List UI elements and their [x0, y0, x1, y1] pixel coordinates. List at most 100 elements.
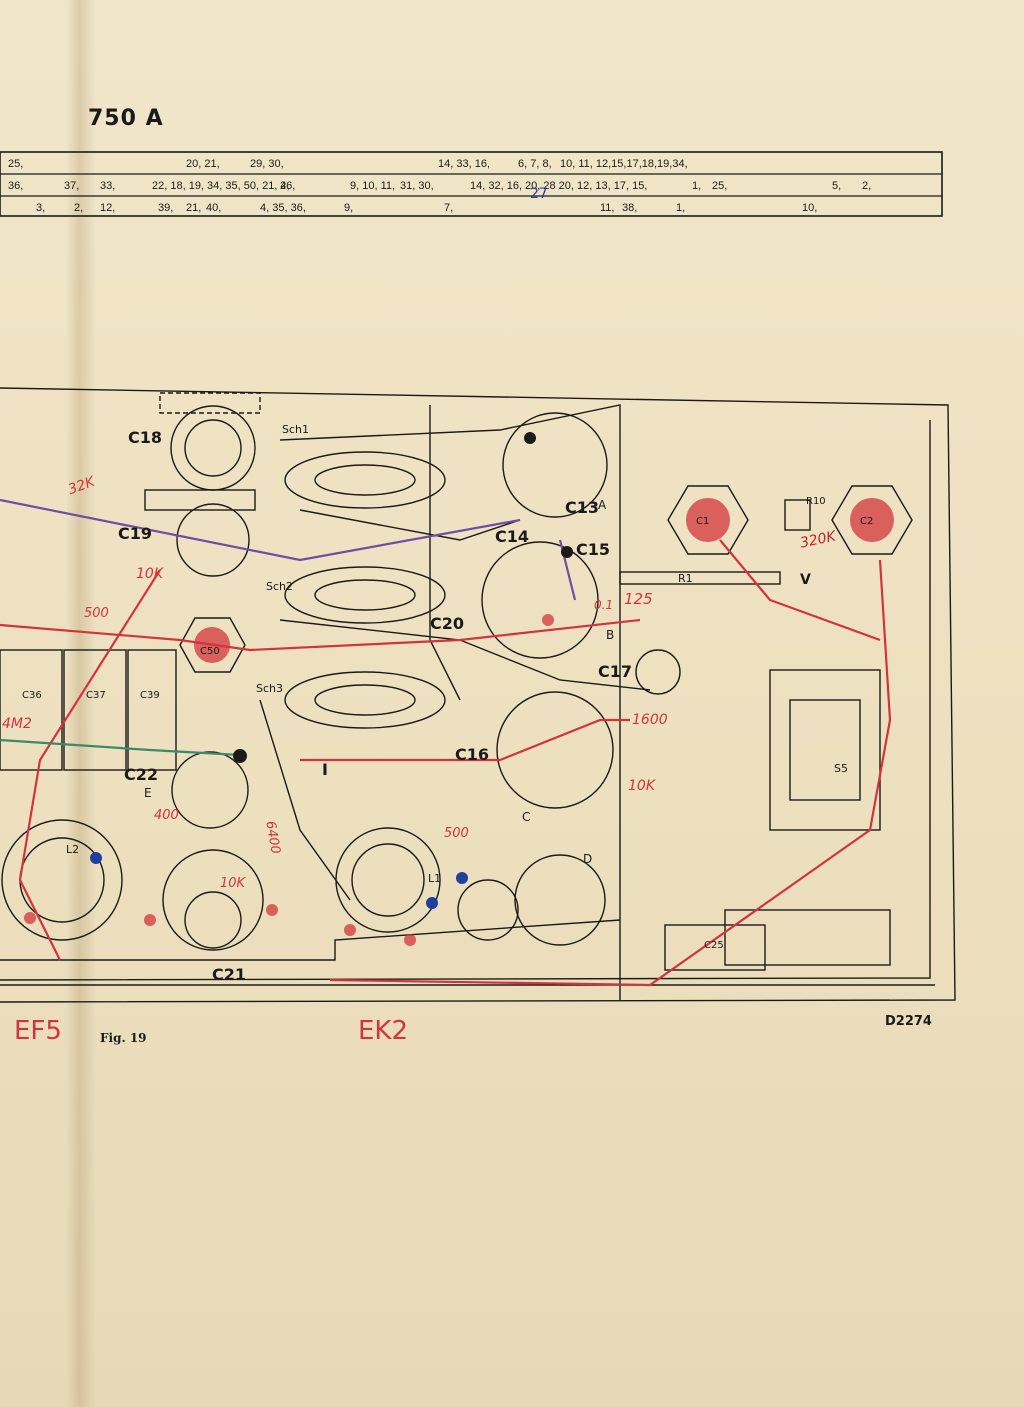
label-c36: C36	[22, 690, 42, 701]
index-cell: 12,	[100, 202, 116, 214]
index-cell: 39,	[158, 202, 174, 214]
c19-can	[176, 503, 250, 577]
paper-fold	[66, 0, 96, 1407]
index-cell: 10,	[802, 202, 818, 214]
label-c14: C14	[495, 527, 530, 546]
c1-fill	[686, 498, 730, 542]
c2-fill	[850, 498, 894, 542]
index-cell: 2,	[862, 180, 872, 192]
marker-i: I	[322, 760, 328, 779]
r10-resistor	[784, 499, 811, 531]
label-c50: C50	[200, 646, 220, 657]
index-cell: 7,	[444, 202, 454, 214]
label-c13: C13	[565, 498, 600, 517]
index-cell: 33,	[100, 180, 116, 192]
index-cell: 11,	[600, 202, 615, 214]
label-r1: R1	[678, 572, 693, 585]
index-cell: 21,	[186, 202, 202, 214]
value-0-1: 0.1	[594, 598, 614, 612]
label-c2: C2	[860, 516, 874, 527]
c2-hex	[831, 485, 913, 555]
index-cell: 20, 21,	[186, 158, 220, 170]
tube-label-ek2: EK2	[358, 1016, 409, 1046]
label-sch1: Sch1	[282, 423, 310, 436]
index-cell: 10, 11, 12,15,17,18,19,34,	[560, 158, 688, 170]
index-cell: 37,	[64, 180, 80, 192]
marker-e: E	[144, 786, 152, 800]
c35-box	[144, 489, 256, 511]
index-cell: 25,	[712, 180, 728, 192]
c36-can	[0, 649, 63, 771]
c34-box	[159, 392, 261, 414]
index-cell: 9,	[344, 202, 354, 214]
index-cell: 5,	[832, 180, 842, 192]
label-c1: C1	[696, 516, 710, 527]
value-125: 125	[624, 590, 653, 608]
c18-can	[170, 405, 256, 491]
label-c18: C18	[128, 428, 163, 447]
label-c22: C22	[124, 765, 159, 784]
marker-a: A	[598, 498, 607, 512]
index-cell: 40,	[206, 202, 222, 214]
sch3-coil	[284, 671, 446, 729]
index-table-frame	[0, 151, 943, 217]
c16-gang	[496, 691, 614, 809]
label-c20: C20	[430, 614, 465, 633]
label-c39: C39	[140, 690, 160, 701]
label-c37: C37	[86, 690, 106, 701]
index-cell: 22, 18, 19, 34, 35, 50, 21, 4,	[152, 180, 290, 192]
page-title: 750 A	[88, 106, 164, 131]
value-1600: 1600	[632, 712, 668, 728]
label-c17: C17	[598, 662, 633, 681]
label-sch3: Sch3	[256, 682, 284, 695]
c32-can	[457, 879, 519, 941]
value-500-r7: 500	[444, 826, 469, 841]
c50-fill	[194, 627, 230, 663]
chassis-outline	[0, 387, 956, 1003]
figure-caption: Fig. 19	[100, 1031, 147, 1045]
marker-b: B	[606, 628, 615, 642]
c39-can	[127, 649, 177, 771]
marker-d: D	[583, 852, 593, 866]
label-sch2: Sch2	[266, 580, 294, 593]
c12-can	[514, 854, 606, 946]
value-400: 400	[154, 808, 179, 823]
label-c25: C25	[704, 940, 724, 951]
index-cell: 2,	[74, 202, 84, 214]
index-cell: 1,	[692, 180, 702, 192]
label-s5: S5	[834, 762, 848, 775]
label-l2: L2	[66, 843, 80, 856]
index-cell: 6, 7, 8,	[518, 158, 552, 170]
index-cell: 26,	[280, 180, 296, 192]
drawing-code: D2274	[885, 1014, 932, 1029]
c21-can	[162, 849, 264, 951]
label-c15: C15	[576, 540, 611, 559]
value-4m2: 4M2	[2, 716, 32, 732]
label-c19: C19	[118, 524, 153, 543]
index-cell: 1,	[676, 202, 686, 214]
index-cell: 9, 10, 11,	[350, 180, 396, 192]
index-cell: 4, 35, 36,	[260, 202, 306, 214]
c25-box	[664, 924, 766, 971]
tube-label-ef5: EF5	[14, 1016, 62, 1046]
c50-hex	[179, 617, 246, 673]
label-r10: R10	[806, 496, 826, 507]
l2-tube-ef5	[1, 819, 123, 941]
index-cell: 14, 32, 16, 20, 28 20, 12, 13, 17, 15,	[470, 180, 648, 192]
s5-transformer	[769, 669, 881, 831]
marker-c: C	[522, 810, 531, 824]
value-10k: 10K	[136, 566, 163, 582]
c13-gang	[502, 412, 608, 518]
sch1-coil	[284, 451, 446, 509]
c15-gang	[481, 541, 599, 659]
label-l1: L1	[428, 872, 442, 885]
marker-v: V	[800, 572, 811, 588]
c17-ring	[635, 649, 681, 695]
index-cell: 3,	[36, 202, 46, 214]
pencil-note: 27	[530, 186, 548, 202]
index-cell: 14, 33, 16,	[438, 158, 490, 170]
c22-gang	[171, 751, 249, 829]
label-c16: C16	[455, 745, 490, 764]
